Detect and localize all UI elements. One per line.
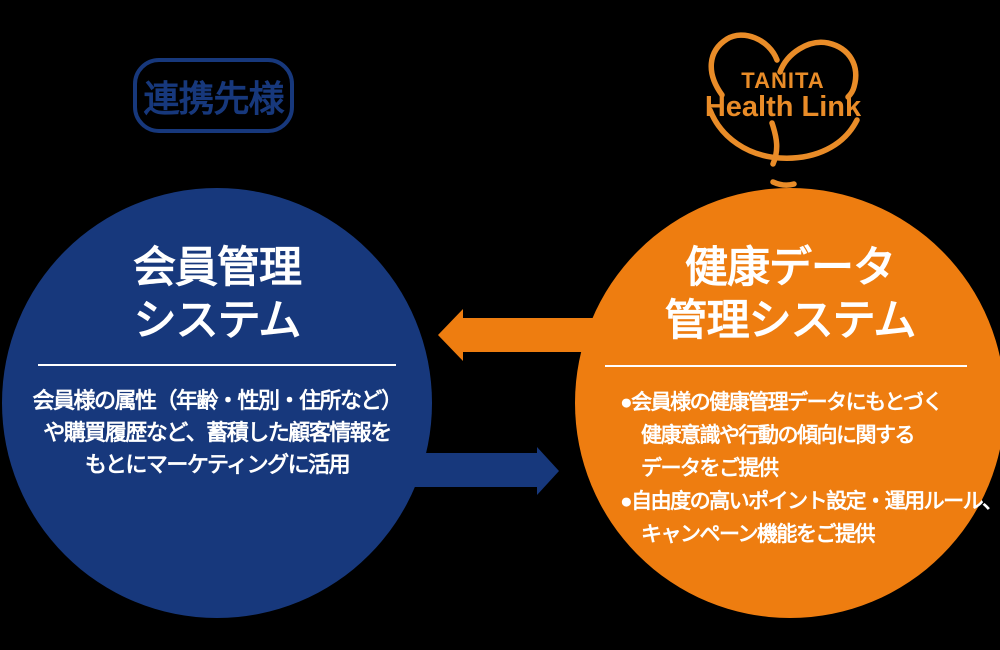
arrow-left-orange xyxy=(438,309,600,361)
health-data-circle: 健康データ 管理システム ●会員様の健康管理データにもとづく 健康意識や行動の傾… xyxy=(575,188,1000,618)
member-body-line1: 会員様の属性（年齢・性別・住所など） xyxy=(32,388,403,413)
health-body-line2: 健康意識や行動の傾向に関する xyxy=(641,424,916,447)
member-circle-title-line2: システム xyxy=(133,297,302,345)
heart-outline-icon xyxy=(707,32,860,188)
divider xyxy=(38,364,396,366)
health-circle-title-line1: 健康データ xyxy=(685,244,896,292)
health-circle-title-line2: 管理システム xyxy=(664,297,917,345)
divider xyxy=(605,365,967,367)
partner-badge: 連携先様 xyxy=(133,58,294,133)
health-body-line3: データをご提供 xyxy=(641,457,779,480)
member-management-circle: 会員管理 システム 会員様の属性（年齢・性別・住所など） や購買履歴など、蓄積し… xyxy=(2,188,432,618)
logo-product-text: Health Link xyxy=(704,91,862,123)
tanita-health-link-logo: TANITA Health Link xyxy=(693,25,873,190)
health-body-line5: キャンペーン機能をご提供 xyxy=(641,523,875,546)
health-circle-title: 健康データ 管理システム xyxy=(575,242,1000,348)
partner-badge-label: 連携先様 xyxy=(143,77,284,119)
member-circle-body: 会員様の属性（年齢・性別・住所など） や購買履歴など、蓄積した顧客情報を もとに… xyxy=(2,385,432,481)
logo-brand-text: TANITA xyxy=(741,68,825,93)
health-circle-body: ●会員様の健康管理データにもとづく 健康意識や行動の傾向に関する データをご提供… xyxy=(575,386,1000,551)
health-body-line4: ●自由度の高いポイント設定・運用ルール、 xyxy=(620,490,1000,513)
member-body-line3: もとにマーケティングに活用 xyxy=(84,452,351,477)
health-body-line1: ●会員様の健康管理データにもとづく xyxy=(620,391,943,414)
member-body-line2: や購買履歴など、蓄積した顧客情報を xyxy=(43,420,392,445)
arrow-right-blue xyxy=(395,447,559,495)
member-circle-title: 会員管理 システム xyxy=(2,242,432,348)
member-circle-title-line1: 会員管理 xyxy=(133,244,302,292)
